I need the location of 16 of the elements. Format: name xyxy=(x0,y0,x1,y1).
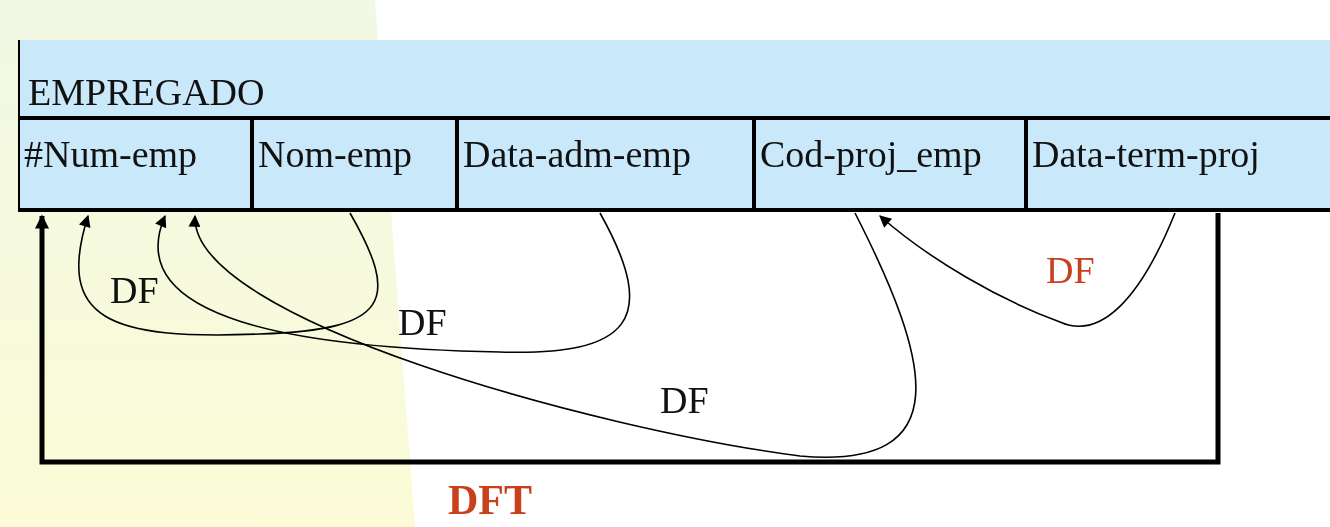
edge-label: DF xyxy=(1046,248,1095,292)
arrow xyxy=(78,212,379,336)
arrow xyxy=(879,212,1176,328)
attribute-cell: Cod-proj_emp xyxy=(752,116,1024,212)
entity-table xyxy=(18,40,1330,212)
entity-name: EMPREGADO xyxy=(28,70,265,114)
attribute-cell: Data-term-proj xyxy=(1024,116,1330,212)
attribute-cell: Nom-emp xyxy=(250,116,455,212)
edge-label: DF xyxy=(110,268,159,312)
edge-label: DF xyxy=(398,300,447,344)
arrow xyxy=(156,212,631,353)
arrow xyxy=(35,213,1221,465)
edge-label: DF xyxy=(660,378,709,422)
edge-label: DFT xyxy=(448,478,532,522)
attribute-cell: Data-adm-emp xyxy=(455,116,752,212)
attribute-cell: #Num-emp xyxy=(20,116,250,212)
